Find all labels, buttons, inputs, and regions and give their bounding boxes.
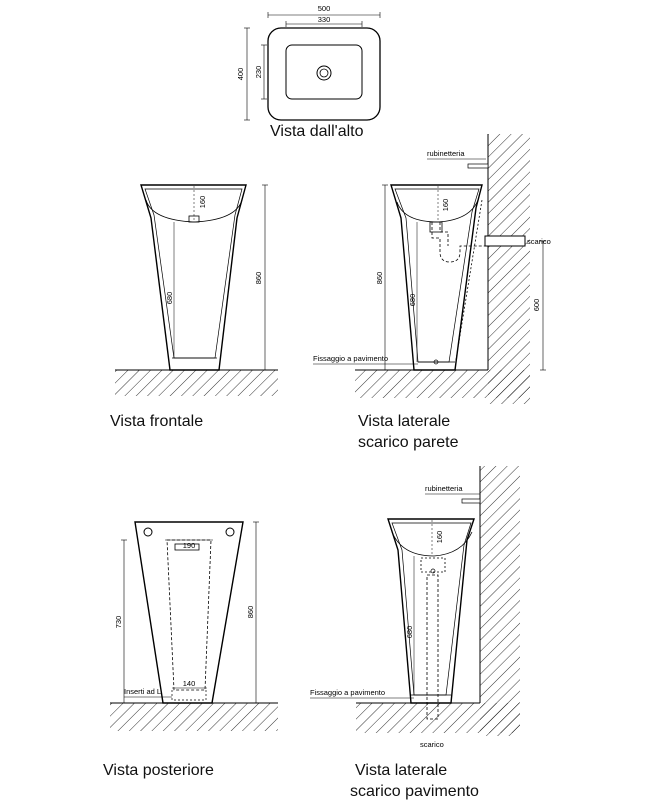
top-view-drain-inner xyxy=(319,68,329,78)
side-floor-faucet-label: rubinetteria xyxy=(425,484,463,493)
side-floor-floor-hatch xyxy=(356,703,520,733)
rear-view-hole-right xyxy=(225,527,235,537)
side-floor-drain-pipe xyxy=(426,574,439,720)
side-wall-caption-1: Vista laterale xyxy=(358,413,450,430)
rear-view-floor-hatch xyxy=(110,703,278,731)
side-floor-dim-160: 160 xyxy=(435,531,444,544)
top-view-dim-330: 330 xyxy=(318,15,331,24)
front-view-dim-160: 160 xyxy=(198,196,207,209)
side-floor-view: 160 680 rubinetteria Fissaggio a pavimen… xyxy=(310,466,520,800)
rear-view-dim-190: 190 xyxy=(183,541,196,550)
side-floor-floor-fix-label: Fissaggio a pavimento xyxy=(310,688,385,697)
side-wall-floor-hatch xyxy=(355,370,530,398)
rear-view-caption: Vista posteriore xyxy=(103,762,214,779)
top-view-dim-500: 500 xyxy=(318,4,331,13)
rear-view-inserts-label: Inserti ad L xyxy=(124,687,161,696)
side-floor-caption-2: scarico pavimento xyxy=(350,783,479,800)
side-wall-trap xyxy=(431,222,485,263)
front-view-pedestal-outline xyxy=(140,184,247,371)
rear-view-hole-left xyxy=(143,527,153,537)
side-wall-dim-860: 860 xyxy=(375,272,384,285)
side-floor-drain-box xyxy=(420,557,446,573)
top-view-basin-outer xyxy=(267,27,381,121)
front-view: 160 680 860 Vista frontale xyxy=(110,184,278,430)
rear-view-service-opening xyxy=(166,539,212,691)
front-view-caption: Vista frontale xyxy=(110,413,203,430)
front-view-pedestal-inner xyxy=(144,188,243,359)
side-wall-view: 160 680 860 600 rubinetteria scarico Fis… xyxy=(313,134,551,451)
top-view-drain-outer xyxy=(316,65,332,81)
side-floor-caption-1: Vista laterale xyxy=(355,762,447,779)
side-wall-caption-2: scarico parete xyxy=(358,434,459,451)
rear-view-dim-860: 860 xyxy=(246,606,255,619)
top-view-caption: Vista dall'alto xyxy=(270,123,364,140)
rear-view-pedestal-outline xyxy=(134,521,244,704)
side-wall-drain-label: scarico xyxy=(527,237,551,246)
side-floor-pedestal-outline xyxy=(387,518,475,704)
side-wall-faucet-label: rubinetteria xyxy=(427,149,465,158)
side-wall-drain-pipe xyxy=(484,235,526,247)
top-view-basin-inner xyxy=(285,44,363,100)
top-view-dim-400: 400 xyxy=(236,68,245,81)
front-view-dim-680: 680 xyxy=(165,292,174,305)
rear-view-dim-140: 140 xyxy=(183,679,196,688)
side-wall-hatch xyxy=(488,134,530,404)
side-wall-dim-680: 680 xyxy=(408,294,417,307)
rear-view: 190 140 730 860 Inserti ad L Vista poste… xyxy=(103,521,278,779)
side-wall-floor-fix-label: Fissaggio a pavimento xyxy=(313,354,388,363)
side-wall-dim-160: 160 xyxy=(441,199,450,212)
rear-view-dim-730: 730 xyxy=(114,616,123,629)
front-view-floor-hatch xyxy=(115,370,278,396)
top-view: 500 330 400 230 Vista dall'alto xyxy=(236,4,381,140)
side-wall-dim-600: 600 xyxy=(532,299,541,312)
side-floor-drain-label: scarico xyxy=(420,740,444,749)
front-view-dim-860: 860 xyxy=(254,272,263,285)
side-wall-pedestal-outline xyxy=(390,184,483,371)
side-floor-dim-680: 680 xyxy=(405,626,414,639)
side-floor-wall-hatch xyxy=(480,466,520,736)
top-view-dim-230: 230 xyxy=(254,66,263,79)
